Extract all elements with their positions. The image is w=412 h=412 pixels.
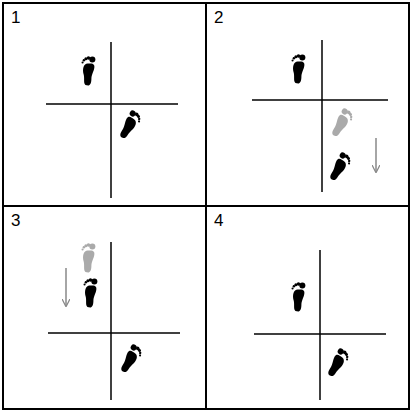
right-footprint-end (325, 151, 353, 183)
left-footprint (82, 56, 96, 85)
step-panel: 3 (2, 205, 207, 410)
right-footprint-start (327, 107, 355, 139)
right-footprint (115, 109, 143, 141)
left-footprint (292, 282, 306, 311)
right-footprint (323, 347, 351, 379)
step-panel: 4 (205, 205, 410, 410)
step-panel: 1 (2, 2, 207, 207)
left-footprint (292, 54, 306, 83)
step-number: 1 (11, 9, 20, 26)
move-arrow (375, 138, 377, 172)
cross-lines (252, 40, 388, 192)
cross-lines (46, 42, 178, 198)
move-arrow (65, 268, 67, 306)
step-number: 2 (214, 9, 223, 26)
left-footprint-start (82, 243, 96, 272)
step-number: 4 (214, 212, 223, 229)
cross-lines (48, 242, 180, 400)
right-footprint (116, 343, 144, 375)
step-panel: 2 (205, 2, 410, 207)
cross-lines (254, 250, 386, 400)
step-number: 3 (11, 212, 20, 229)
left-footprint-end (84, 278, 98, 307)
